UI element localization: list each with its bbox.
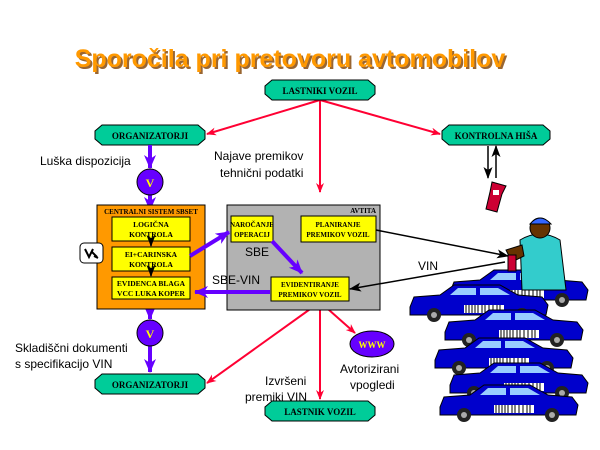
v-label: V xyxy=(146,176,155,190)
box-line: KONTROLA xyxy=(129,260,173,269)
label-luska-dispozicija: Luška dispozicija xyxy=(40,154,131,168)
cars-illustration xyxy=(409,269,589,423)
worker-icon xyxy=(505,217,567,291)
box-evidentiranje-premikov[interactable]: EVIDENTIRANJE PREMIKOV VOZIL xyxy=(270,276,350,302)
label-izvrseni-2: premiki VIN xyxy=(245,390,307,404)
box-evidenca-blaga[interactable]: EVIDENCA BLAGA VCC LUKA KOPER xyxy=(111,276,191,300)
label-vin: VIN xyxy=(418,259,438,273)
label-najave-2: tehnični podatki xyxy=(220,166,303,180)
label-sbe-vin: SBE-VIN xyxy=(212,273,260,287)
node-organizatorji-top[interactable]: ORGANIZATORJI xyxy=(94,124,206,146)
box-line: PREMIKOV VOZIL xyxy=(306,231,370,239)
www-label: WWW xyxy=(359,340,386,350)
node-lastnik-vozil[interactable]: LASTNIK VOZIL xyxy=(264,400,376,422)
label-izvrseni-1: Izvršeni xyxy=(265,374,306,388)
label-sbe: SBE xyxy=(245,245,269,259)
label-avtorizirani-2: vpogledi xyxy=(350,378,395,392)
v-node-bottom: V xyxy=(136,319,164,347)
v-label: V xyxy=(146,327,155,341)
label-skladiscni-2: s specifikacijo VIN xyxy=(15,357,112,371)
purple-flow-arrows xyxy=(188,230,304,298)
node-lastniki-vozil[interactable]: LASTNIKI VOZIL xyxy=(264,79,376,101)
label-najave-1: Najave premikov xyxy=(214,149,303,163)
box-line: OPERACIJ xyxy=(234,231,270,239)
node-label: ORGANIZATORJI xyxy=(112,380,189,390)
node-label: LASTNIK VOZIL xyxy=(284,407,355,417)
box-carinska-kontrola[interactable]: EI+CARINSKA KONTROLA xyxy=(111,246,191,272)
node-label: KONTROLNA HIŠA xyxy=(455,131,538,141)
box-line: LOGIČNA xyxy=(133,219,169,229)
box-line: PREMIKOV VOZIL xyxy=(278,291,342,299)
node-organizatorji-bottom[interactable]: ORGANIZATORJI xyxy=(94,373,206,395)
terminal-icon xyxy=(79,242,104,264)
node-kontrolna-hisa[interactable]: KONTROLNA HIŠA xyxy=(441,124,551,146)
box-line: KONTROLA xyxy=(129,230,173,239)
v-node-top: V xyxy=(136,168,164,196)
avtita-label: AVTITA xyxy=(350,207,376,215)
box-line: EVIDENTIRANJE xyxy=(281,281,339,289)
box-line: VCC LUKA KOPER xyxy=(117,289,186,298)
box-line: EI+CARINSKA xyxy=(125,250,178,259)
black-arrows xyxy=(349,145,509,292)
box-planiranje-premikov[interactable]: PLANIRANJE PREMIKOV VOZIL xyxy=(300,215,377,243)
box-line: PLANIRANJE xyxy=(315,221,360,229)
box-narocanje-operacij[interactable]: NAROČANJE OPERACIJ xyxy=(230,215,274,243)
page-title: Sporočila pri pretovoru avtomobilov xyxy=(75,45,506,73)
box-logicna-kontrola[interactable]: LOGIČNA KONTROLA xyxy=(111,216,191,242)
node-label: LASTNIKI VOZIL xyxy=(283,86,358,96)
box-line: NAROČANJE xyxy=(230,221,274,229)
label-avtorizirani-1: Avtorizirani xyxy=(340,362,399,376)
label-skladiscni-1: Skladiščni dokumenti xyxy=(15,341,128,355)
www-node[interactable]: WWW xyxy=(349,330,395,358)
box-line: EVIDENCA BLAGA xyxy=(117,279,186,288)
node-label: ORGANIZATORJI xyxy=(112,131,189,141)
central-system-label: CENTRALNI SISTEM SBSET xyxy=(104,208,198,216)
handheld-scanner-icon xyxy=(485,181,507,213)
